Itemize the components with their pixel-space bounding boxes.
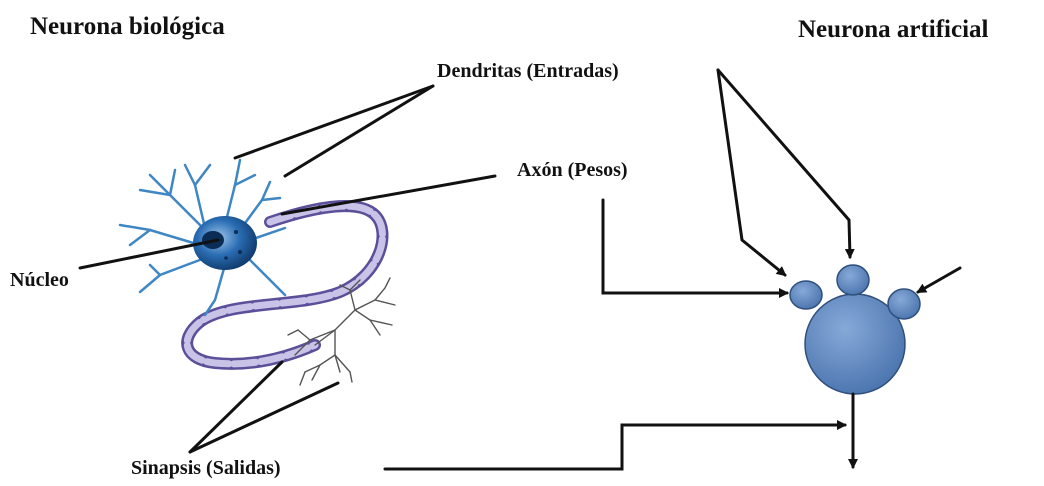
synapses-arrow: [385, 425, 845, 469]
input-node-right: [888, 289, 920, 319]
dendrite-arrow-left: [718, 70, 785, 275]
input-node-top: [837, 265, 869, 295]
dendrite-arrow-right: [918, 268, 960, 292]
input-node-left: [790, 281, 822, 309]
dendrite-arrow-top: [718, 70, 850, 257]
axon-pointer: [282, 176, 495, 214]
pointer-lines: [80, 86, 495, 452]
artificial-neuron-node-icon: [790, 265, 920, 394]
neuron-illustration-icon: [120, 160, 395, 385]
synapses-pointer-left: [190, 362, 282, 452]
artificial-arrows: [385, 70, 960, 469]
axon-arrow: [603, 200, 787, 293]
synapses-pointer-right: [190, 383, 338, 452]
